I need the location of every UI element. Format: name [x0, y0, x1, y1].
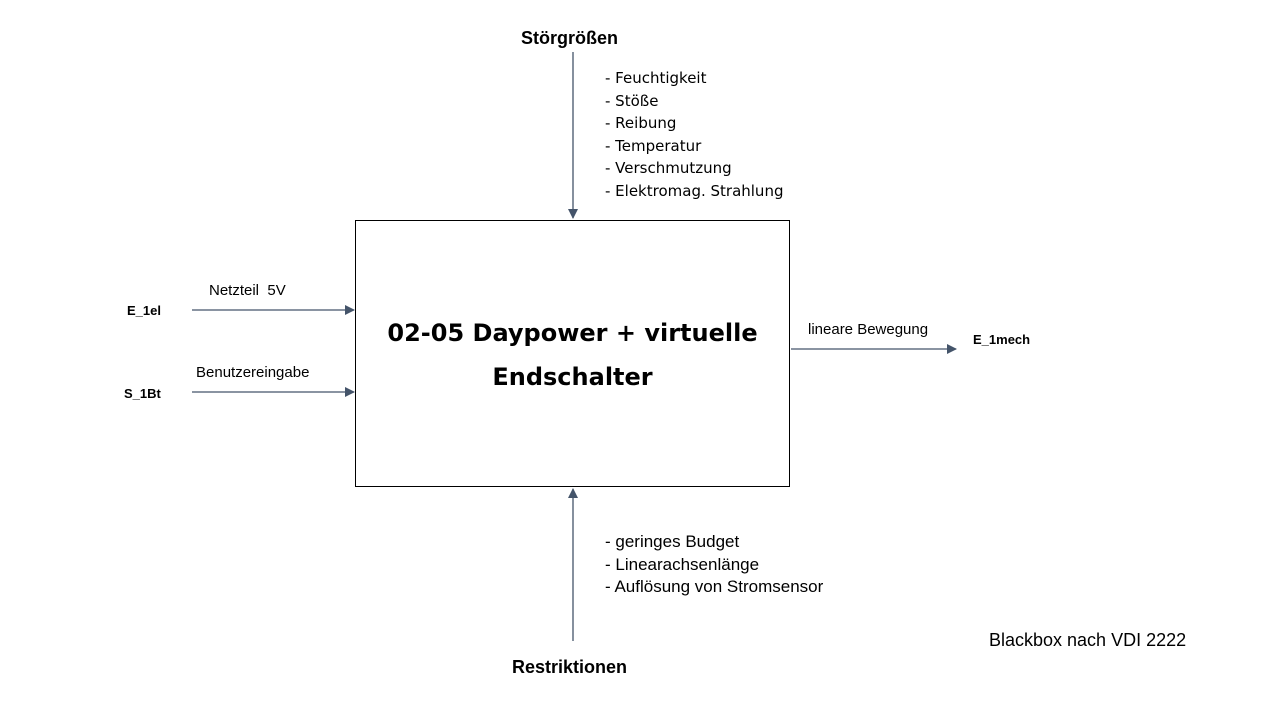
system-title: 02-05 Daypower + virtuelle Endschalter	[356, 311, 789, 399]
restrictions-list: - geringes Budget - Linearachsenlänge - …	[605, 531, 823, 599]
restriction-item: - geringes Budget	[605, 532, 740, 551]
system-box: 02-05 Daypower + virtuelle Endschalter	[355, 220, 790, 487]
output-signal-motion: E_1mech	[973, 332, 1031, 347]
disturbance-item: - Feuchtigkeit	[605, 69, 707, 87]
input-label-energy: Netzteil 5V	[209, 282, 286, 299]
disturbance-item: - Stöße	[605, 91, 659, 110]
input-label-user: Benutzereingabe	[196, 364, 310, 381]
output-label-motion: lineare Bewegung	[808, 321, 929, 338]
restriction-item: - Auflösung von Stromsensor	[605, 577, 824, 596]
system-title-line2: Endschalter	[492, 363, 653, 391]
restriction-item: - Linearachsenlänge	[605, 554, 760, 574]
input-signal-user: S_1Bt	[124, 386, 161, 401]
system-title-line1: 02-05 Daypower + virtuelle	[387, 319, 758, 347]
input-signal-energy: E_1el	[127, 303, 161, 318]
disturbances-heading: Störgrößen	[521, 28, 618, 48]
disturbance-item: - Reibung	[605, 114, 677, 132]
disturbance-item: - Verschmutzung	[605, 159, 732, 177]
disturbance-item: - Temperatur	[605, 136, 702, 155]
restrictions-heading: Restriktionen	[512, 657, 628, 677]
disturbances-list: - Feuchtigkeit - Stöße - Reibung - Tempe…	[605, 67, 783, 202]
diagram-caption: Blackbox nach VDI 2222	[989, 630, 1187, 650]
disturbance-item: - Elektromag. Strahlung	[605, 181, 784, 200]
